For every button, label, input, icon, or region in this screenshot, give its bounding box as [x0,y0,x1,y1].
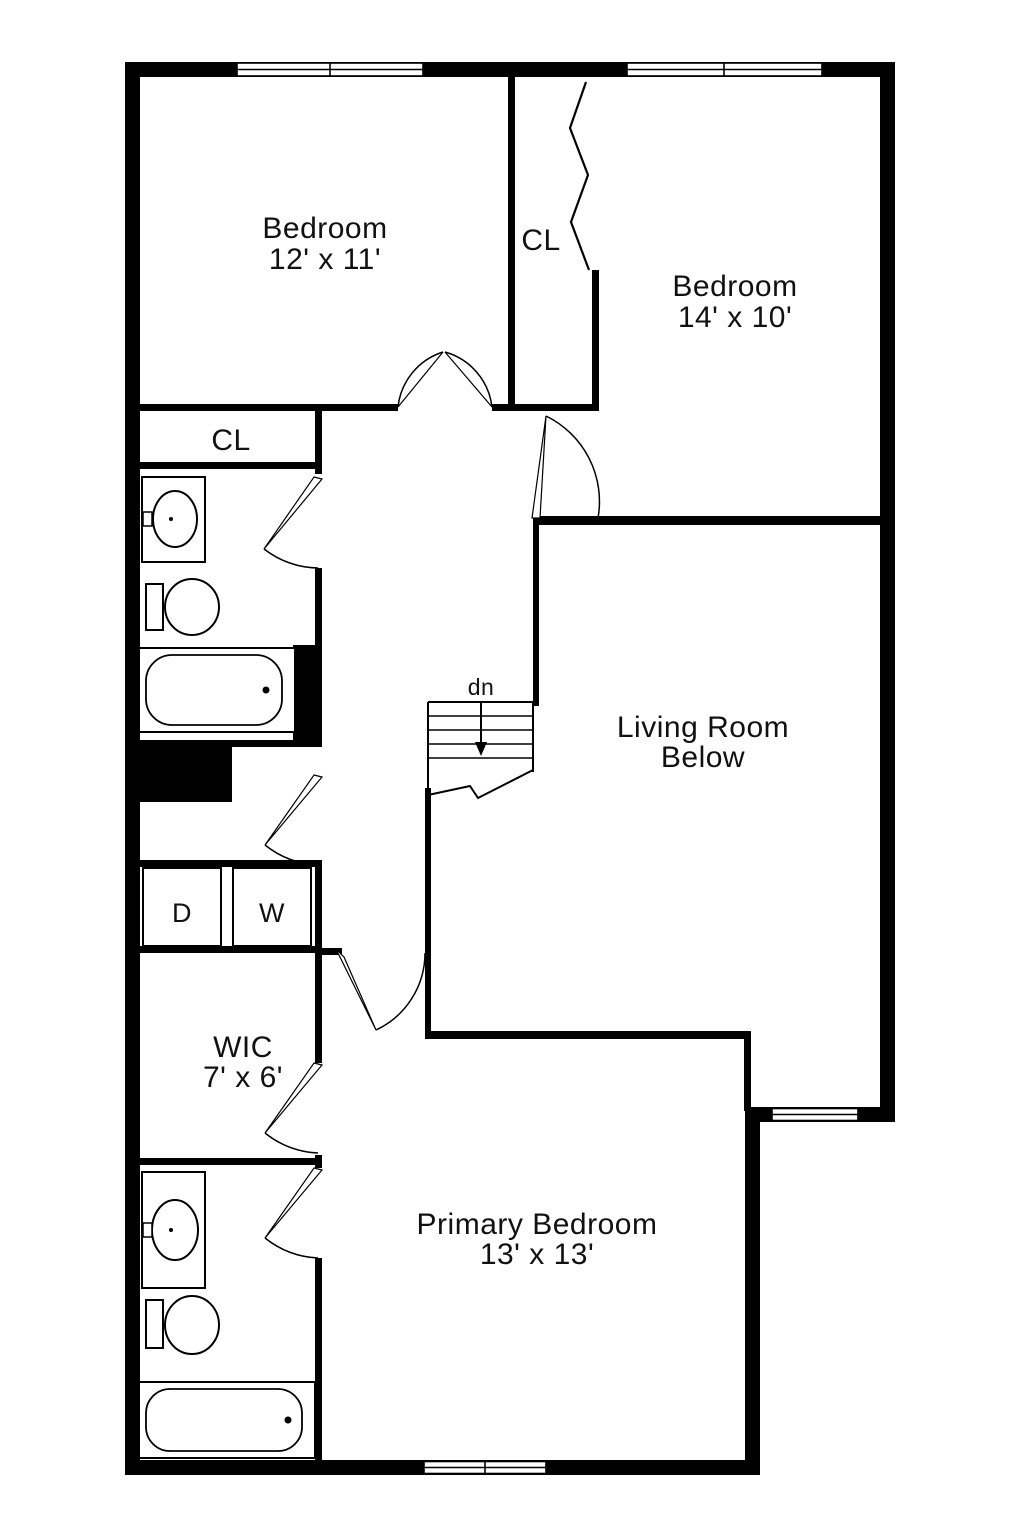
primary-bedroom-name: Primary Bedroom [417,1208,658,1241]
bathtub [138,1381,316,1459]
bedroom2-dims: 14' x 10' [678,301,792,334]
wall-void-left-upper [533,516,539,706]
living-room-qualifier: Below [661,741,745,774]
wall-bedroom1-closet [508,77,515,410]
primary-bedroom-dims: 13' x 13' [480,1238,594,1271]
wall-block-tub [293,645,320,740]
wic-dims: 7' x 6' [203,1061,283,1094]
stairs-down-arrow-icon [475,702,487,756]
toilet [145,578,220,636]
washer-box [232,867,312,947]
door-bedroom1 [397,351,493,408]
door-bathroom2 [264,1167,324,1259]
living-room-name: Living Room [617,711,789,744]
wall-primary-top-stub [315,948,342,955]
door-primary-bedroom [335,948,426,1031]
bedroom1-dims: 12' x 11' [269,243,381,276]
wall-hall-left-a [315,404,322,474]
wall-bedroom1-bottom [140,404,398,411]
wall-void-right [744,1031,751,1111]
wall-wic-top [140,946,322,953]
wall-laundry-top [140,860,322,867]
dryer-box [142,867,222,947]
bathroom2-fixtures [138,1171,316,1459]
closet-top-label: CL [521,224,560,257]
drain-icon [169,517,173,521]
drain-icon [262,686,270,694]
wall-hall-left-e [315,1258,322,1460]
door-wic [264,1062,324,1154]
wall-closet-right [592,270,599,411]
laundry: D W [142,867,312,947]
door-laundry [264,774,324,866]
door-bathroom1 [263,476,324,569]
wall-wic-bottom [140,1158,322,1165]
faucet-icon [142,1222,153,1238]
wall-chase-block [140,745,232,802]
wall-closet-bottom [492,404,598,411]
window-bottom [423,1460,547,1475]
closet-left-label: CL [211,424,250,457]
interior-walls [140,77,887,1460]
door-bedroom2 [531,415,601,519]
bathtub [138,647,296,733]
faucet-icon [142,511,153,527]
drain-icon [284,1416,292,1424]
drain-icon [169,1228,173,1232]
bedroom2-name: Bedroom [672,270,797,303]
wall-void-left-lower [425,788,431,1038]
bedroom1-name: Bedroom [262,212,387,245]
wall-bedroom2-bottom [533,516,887,525]
wic-name: WIC [213,1031,273,1064]
washer-label: W [259,898,285,928]
wall-void-bottom [425,1031,751,1039]
doors [263,81,601,1259]
wall-closet-left-bottom [140,462,322,469]
vanity-sink [141,476,206,563]
window-top-right [626,62,823,77]
room-labels: Bedroom 12' x 11' CL Bedroom 14' x 10' C… [203,212,797,1271]
bathroom1-fixtures [138,476,296,733]
stairs-down-label: dn [468,674,495,700]
wall-hall-left-c [315,865,322,1063]
window-notch [771,1107,859,1122]
closet-bifold-door [568,81,591,271]
wall-hall-left-d [315,1155,322,1168]
vanity-sink [141,1171,206,1289]
windows [236,62,859,1475]
toilet [145,1295,220,1355]
stair-break-line [427,769,534,800]
dryer-label: D [172,898,192,928]
wall-bath1-bottom [140,740,322,747]
window-top-left [236,62,424,77]
